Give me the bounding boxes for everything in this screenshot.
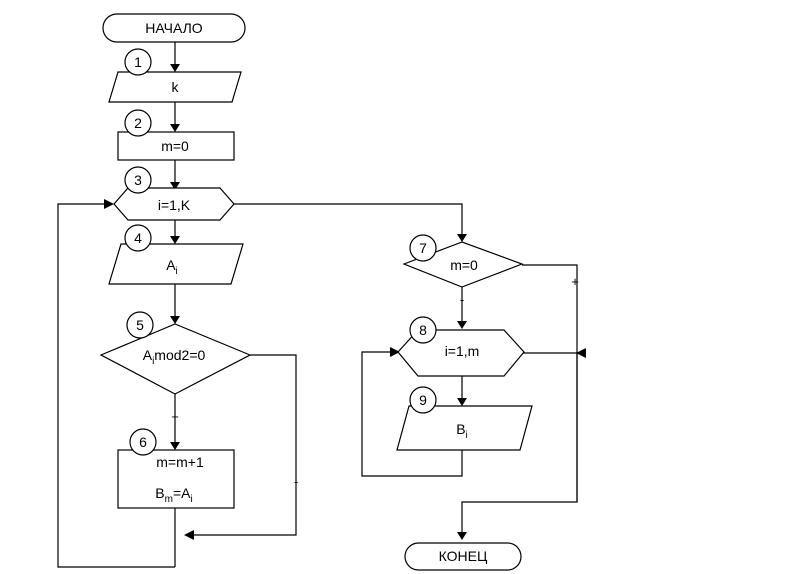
- arrow-down-icon: [170, 442, 180, 450]
- arrow-down-icon: [170, 182, 180, 190]
- block-8-number: 8: [419, 322, 427, 338]
- block-4-input: Ai 4: [108, 224, 244, 285]
- arrow-left-icon: [184, 530, 194, 540]
- block-5-yes-label: +: [171, 409, 179, 424]
- arrowheads: [104, 64, 586, 540]
- block-9-output: Bi 9: [396, 386, 533, 451]
- block-7-number: 7: [419, 240, 427, 256]
- start-label: НАЧАЛО: [145, 20, 203, 36]
- block-4-label: Ai: [166, 257, 178, 277]
- block-1-number: 1: [134, 54, 142, 70]
- arrow-down-icon: [170, 316, 180, 324]
- block-2-number: 2: [134, 115, 142, 131]
- block-7-yes-label: +: [571, 274, 579, 289]
- arrow-down-icon: [170, 236, 180, 244]
- arrow-right-icon: [104, 199, 114, 209]
- block-2-process: m=0 2: [117, 109, 235, 161]
- block-5-label: Aimod2=0: [143, 347, 206, 367]
- block-8-label: i=1,m: [445, 343, 480, 359]
- arrow-down-icon: [170, 124, 180, 132]
- arrow-left-icon: [576, 348, 586, 358]
- block-1-input: k 1: [108, 48, 242, 103]
- block-9-number: 9: [419, 392, 427, 408]
- block-5-decision: Aimod2=0 5: [99, 311, 252, 395]
- block-3-number: 3: [134, 172, 142, 188]
- block-6-line-2: Bm=Ai: [155, 485, 192, 505]
- block-9-label: Bi: [456, 421, 468, 441]
- block-4-number: 4: [134, 230, 142, 246]
- end-terminator: КОНЕЦ: [404, 542, 522, 571]
- arrow-down-icon: [457, 532, 467, 540]
- block-7-label: m=0: [450, 257, 478, 273]
- arrow-down-icon: [457, 398, 467, 406]
- arrow-down-icon: [457, 321, 467, 329]
- block-6-number: 6: [139, 434, 147, 450]
- block-5-no-label: -: [294, 474, 298, 489]
- start-terminator: НАЧАЛО: [102, 13, 246, 43]
- arrow-right-icon: [390, 347, 400, 357]
- arrow-down-icon: [457, 234, 467, 242]
- block-3-label: i=1,K: [158, 197, 191, 213]
- end-label: КОНЕЦ: [439, 548, 488, 564]
- block-7-decision: m=0 7: [402, 234, 524, 288]
- arrow-down-icon: [170, 64, 180, 72]
- block-7-no-label: -: [460, 292, 464, 307]
- block-3-loop: i=1,K 3: [113, 166, 235, 221]
- block-6-line-1: m=m+1: [156, 454, 204, 470]
- block-1-label: k: [172, 79, 180, 95]
- block-5-number: 5: [136, 317, 144, 333]
- block-8-loop: i=1,m 8: [397, 316, 525, 377]
- block-6-process: m=m+1 Bm=Ai 6: [117, 428, 235, 509]
- block-2-label: m=0: [161, 138, 189, 154]
